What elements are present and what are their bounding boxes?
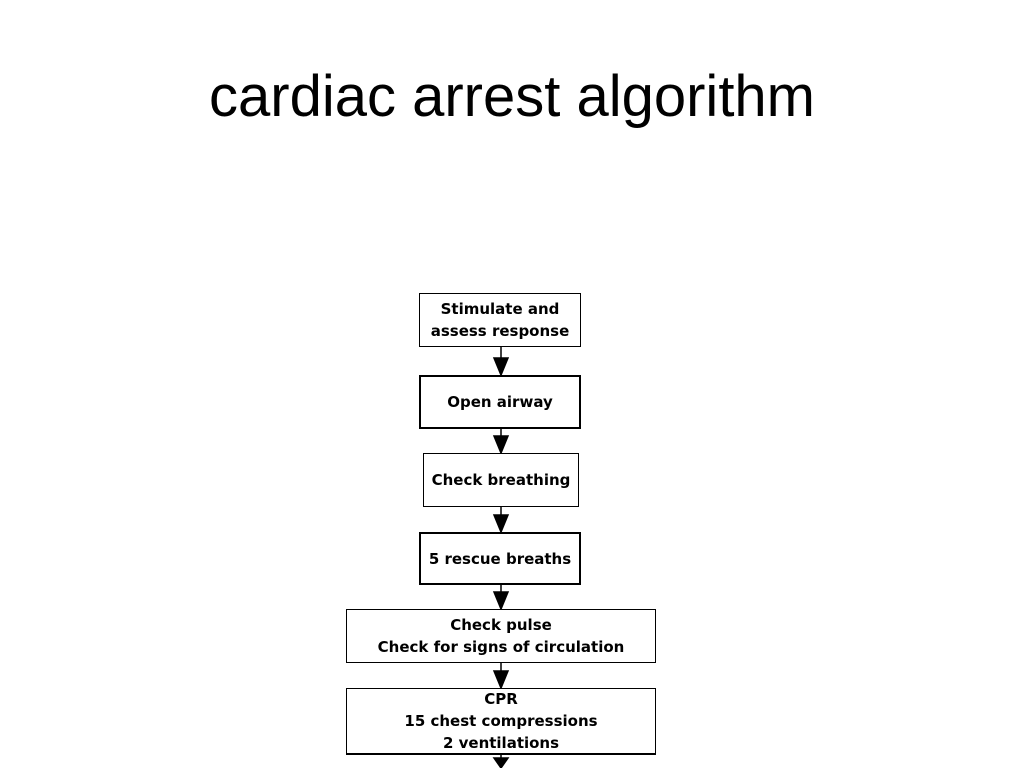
step-label: 5 rescue breaths xyxy=(428,549,572,568)
arrow-down-icon xyxy=(492,435,510,455)
step-label: 15 chest compressions xyxy=(404,712,598,730)
step-check-breathing: Check breathing xyxy=(423,453,579,507)
step-label: assess response xyxy=(430,322,570,340)
step-cpr: CPR 15 chest compressions 2 ventilations xyxy=(346,688,656,755)
step-label: Check for signs of circulation xyxy=(377,638,625,656)
step-check-pulse: Check pulse Check for signs of circulati… xyxy=(346,609,656,663)
arrow-down-icon xyxy=(492,670,510,690)
arrow-down-icon xyxy=(492,591,510,611)
arrow-down-icon xyxy=(492,757,510,768)
step-label: CPR xyxy=(484,690,518,708)
step-rescue-breaths: 5 rescue breaths xyxy=(419,532,581,585)
step-label: Check breathing xyxy=(431,471,571,489)
slide-title: cardiac arrest algorithm xyxy=(209,64,815,129)
step-label: Stimulate and xyxy=(440,300,560,318)
arrow-down-icon xyxy=(492,514,510,534)
arrow-down-icon xyxy=(492,357,510,377)
step-open-airway: Open airway xyxy=(419,375,581,429)
step-label: Open airway xyxy=(447,393,553,411)
step-stimulate-assess: Stimulate and assess response xyxy=(419,293,581,347)
step-label: Check pulse xyxy=(450,616,552,634)
step-label: 2 ventilations xyxy=(442,734,560,752)
